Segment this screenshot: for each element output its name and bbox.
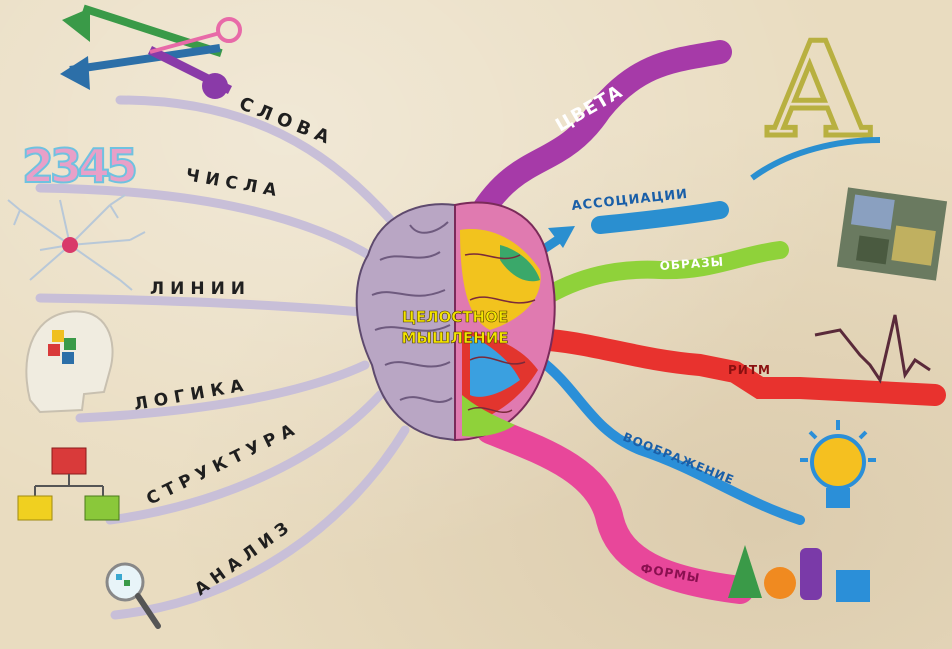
rhythm-pulse-icon [815, 315, 930, 380]
center-label-line1: ЦЕЛОСТНОЕ [402, 308, 508, 326]
center-label-line2: МЫШЛЕНИЕ [401, 329, 508, 347]
label-voobrazhenie: ВООБРАЖЕНИЕ [621, 430, 737, 488]
right-labels: ЦВЕТА АССОЦИАЦИИ ОБРАЗЫ РИТМ ВООБРАЖЕНИЕ… [552, 81, 771, 585]
label-ritm: РИТМ [728, 363, 771, 377]
left-labels: СЛОВА ЧИСЛА ЛИНИИ ЛОГИКА СТРУКТУРА АНАЛИ… [132, 93, 337, 600]
shapes-icon [728, 545, 870, 602]
numbers-icon-text: 2345 [22, 139, 135, 193]
branch-obrazy [540, 250, 780, 300]
neuron-icon [8, 195, 145, 290]
structure-icon [18, 448, 119, 520]
lightbulb-icon [800, 420, 876, 508]
letter-a-icon: A [752, 13, 880, 178]
branch-associacii [600, 210, 720, 225]
branch-linii [40, 298, 362, 312]
arrows-icon [60, 8, 240, 99]
photo-image-icon [837, 187, 947, 280]
branch-formy [490, 430, 740, 590]
head-puzzle-icon [26, 311, 112, 412]
numbers-icon: 2345 [22, 139, 135, 193]
brain-illustration: ЦЕЛОСТНОЕ МЫШЛЕНИЕ [357, 202, 555, 440]
branch-analiz [115, 430, 405, 615]
label-linii: ЛИНИИ [150, 279, 251, 299]
